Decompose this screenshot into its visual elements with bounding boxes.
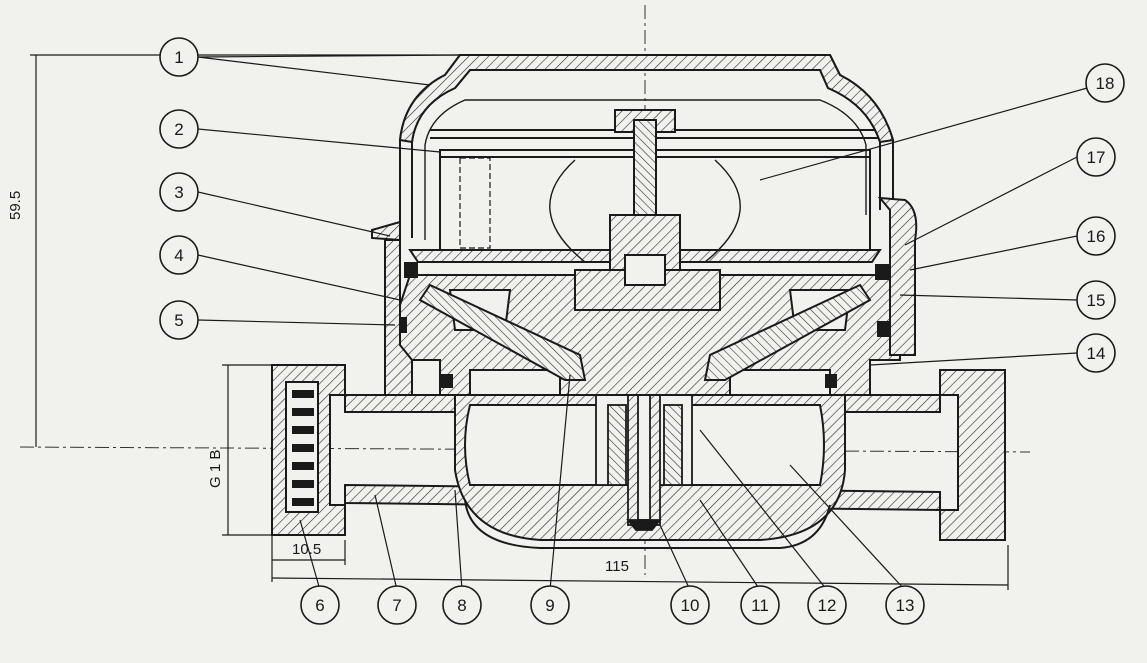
callout-13 [885,585,925,625]
callout-5 [159,300,199,340]
callout-labels: 1 2 3 4 5 6 7 8 9 10 11 12 13 14 15 16 1… [174,48,1114,615]
callout-label-12: 12 [818,596,837,615]
callout-label-3: 3 [174,183,183,202]
callout-label-11: 11 [751,596,769,615]
callout-label-16: 16 [1087,227,1106,246]
callout-11 [740,585,780,625]
callout-label-15: 15 [1087,291,1106,310]
callout-label-8: 8 [457,596,466,615]
callout-label-1: 1 [174,48,183,67]
callout-16 [1076,216,1116,256]
cover [371,54,918,396]
callout-4 [159,235,199,275]
callout-label-6: 6 [315,596,324,615]
callout-18 [1085,63,1125,103]
callout-10 [670,585,710,625]
dimension-height: 59.5 [7,191,24,220]
callout-label-5: 5 [174,311,183,330]
callout-label-18: 18 [1096,74,1115,93]
callout-label-17: 17 [1087,148,1106,167]
callout-12 [807,585,847,625]
callout-7 [377,585,417,625]
callout-label-10: 10 [681,596,700,615]
dimension-thread: G 1 B [207,450,224,488]
callout-15 [1076,280,1116,320]
callout-label-2: 2 [174,120,183,139]
callout-2 [159,109,199,149]
callout-14 [1076,333,1116,373]
callout-label-14: 14 [1087,344,1106,363]
dimension-length: 115 [605,558,629,575]
thread-marks-left [292,390,314,506]
callout-17 [1076,137,1116,177]
callout-3 [159,172,199,212]
callout-label-13: 13 [896,596,915,615]
measuring-chamber [391,262,901,396]
dimension-lines [30,54,1009,590]
callout-label-7: 7 [392,596,401,615]
callout-9 [530,585,570,625]
callout-6 [300,585,340,625]
callout-8 [442,585,482,625]
callout-label-9: 9 [545,596,554,615]
register-unit [408,109,882,311]
leader-lines [197,54,1106,591]
callout-label-4: 4 [174,246,183,265]
callouts [159,37,1125,625]
dimension-offset: 10.5 [292,541,321,558]
callout-1 [159,37,199,77]
